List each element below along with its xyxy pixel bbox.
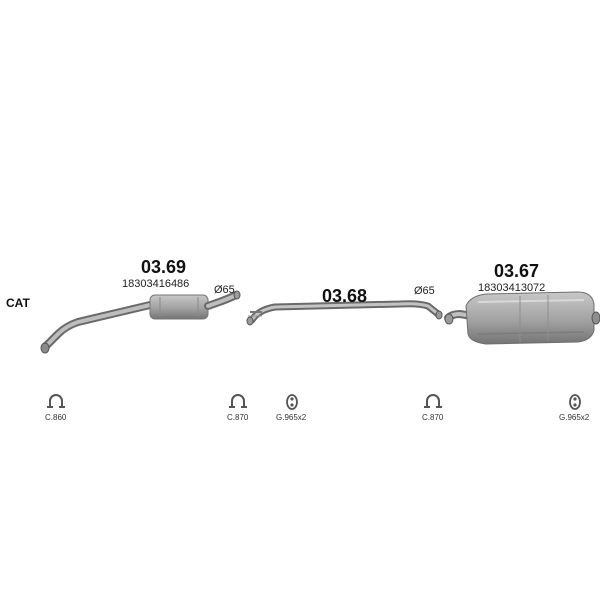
accessory-label-g965x2: G.965x2 (559, 413, 590, 422)
accessory-label-c870: C.870 (422, 413, 444, 422)
part-code-03-67: 03.67 (494, 261, 540, 281)
accessory-label-c870: C.870 (227, 413, 249, 422)
rear-silencer-03-67[interactable] (444, 291, 600, 345)
diameter-03-69: Ø65 (214, 284, 235, 296)
clamp-icon (424, 394, 442, 408)
diameter-03-68: Ø65 (414, 285, 435, 297)
front-pipe-03-69[interactable] (40, 290, 241, 354)
clamp-icon (229, 394, 247, 408)
rubber-hanger-icon (569, 394, 581, 410)
oem-number-03-69: 18303416486 (122, 278, 190, 290)
clamp-icon (47, 394, 65, 408)
start-label-cat: CAT (6, 296, 30, 310)
part-code-03-69: 03.69 (141, 257, 187, 277)
center-pipe-03-68[interactable] (246, 300, 443, 326)
accessory-label-g965x2: G.965x2 (276, 413, 307, 422)
part-code-03-68: 03.68 (322, 286, 368, 306)
rubber-hanger-icon (286, 394, 298, 410)
accessory-label-c860: C.860 (45, 413, 67, 422)
oem-number-03-67: 18303413072 (478, 282, 546, 294)
